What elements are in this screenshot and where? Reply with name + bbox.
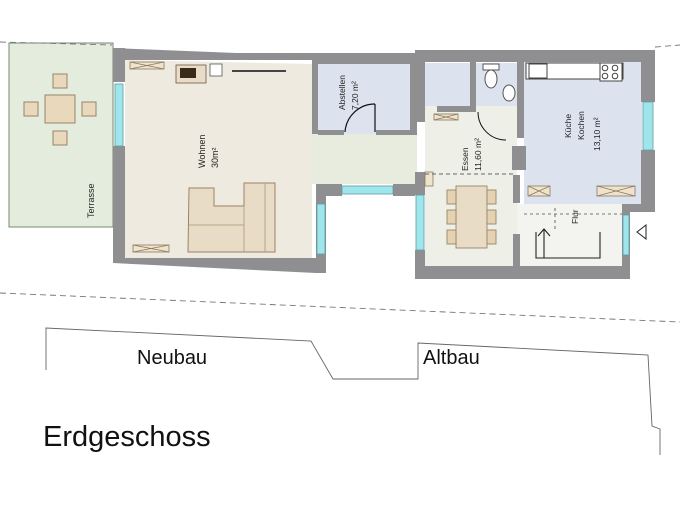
abstellen-door — [344, 103, 376, 133]
window-kitchen — [642, 101, 654, 151]
bath-door — [477, 111, 507, 141]
essen-area: 11,60 m² — [473, 138, 483, 171]
toilet-tank — [482, 63, 500, 71]
wall-kitchen-left-top — [517, 62, 524, 138]
terrace-table — [44, 94, 76, 124]
window-flur — [622, 214, 630, 256]
passage-floor — [312, 134, 417, 184]
wohnen-furniture — [175, 63, 286, 253]
bathroom — [477, 63, 516, 141]
wall-altbau-left-bottom — [415, 250, 425, 279]
wall-altbau-left — [415, 50, 425, 122]
neubau-label: Neubau — [137, 347, 208, 369]
kitchen-cooktop — [599, 62, 623, 82]
window-wohnen-lower — [316, 203, 326, 255]
window-passage — [341, 185, 394, 195]
terrace-chair-right — [81, 101, 97, 117]
kitchen-counter — [525, 62, 624, 80]
terrace-label: Terrasse — [86, 183, 96, 218]
windows — [114, 83, 654, 256]
floor-title: Erdgeschoss — [43, 421, 211, 453]
radiators — [129, 61, 636, 253]
wall-flur-divider — [513, 234, 520, 266]
kochen-label: Kochen — [576, 111, 586, 140]
dining-set — [446, 185, 497, 249]
wall-wohnen-right — [312, 64, 318, 134]
upper-boundary-right — [654, 44, 680, 48]
wall-right-altbau-mid — [641, 150, 655, 212]
wall-bath-left — [470, 62, 476, 112]
terrace-chair-bottom — [52, 130, 68, 146]
small-table — [209, 63, 223, 77]
wall-abstellen-bottom — [318, 130, 344, 135]
walls — [113, 48, 655, 279]
wall-bath-bottom — [437, 106, 475, 112]
property-lines — [0, 41, 680, 455]
sofa — [187, 182, 276, 253]
window-left — [114, 83, 124, 147]
wall-bottom-neubau — [113, 253, 326, 273]
terrace: Terrasse — [8, 42, 114, 228]
upper-boundary — [0, 41, 113, 46]
wall-abstellen-right — [410, 53, 417, 135]
terrace-chair-top — [52, 73, 68, 89]
wall-right-altbau — [641, 50, 655, 102]
wall-top-altbau — [415, 50, 655, 62]
wall-left — [113, 48, 125, 82]
altbau-label: Altbau — [423, 347, 480, 369]
terrace-table-set — [23, 73, 97, 146]
kueche-label: Küche — [563, 114, 573, 138]
kueche-floor — [524, 61, 642, 204]
radiator-essen-mid — [424, 171, 434, 187]
sink — [502, 84, 516, 102]
wall-passage-bottom-right — [393, 184, 415, 196]
abstellen-label: Abstellen — [337, 75, 347, 110]
wall-left-lower — [113, 146, 125, 263]
wall-abstellen-top — [312, 53, 416, 64]
wall-altbau-left-lower — [415, 172, 425, 195]
section-outline — [45, 327, 661, 455]
wohnen-area: 30m² — [210, 147, 220, 168]
terrace-chair-left — [23, 101, 39, 117]
flur-label: Flur — [570, 209, 580, 224]
wall-kitchen-left-low — [513, 175, 520, 203]
window-essen — [415, 194, 425, 251]
kitchen — [525, 62, 624, 82]
toilet-bowl — [484, 69, 498, 89]
dining-table — [455, 185, 488, 249]
abstellen-area: 7,20 m² — [350, 81, 360, 110]
abstellen-floor — [318, 64, 412, 134]
wall-top-neubau — [113, 48, 316, 66]
flur-stairs — [524, 208, 622, 259]
tv — [180, 68, 196, 78]
kitchen-sink — [528, 63, 548, 79]
wall-kitchen-left-mid — [512, 146, 526, 170]
kueche-area: 13,10 m² — [592, 117, 602, 151]
wohnen-label: Wohnen — [197, 135, 207, 168]
wall-bottom-altbau — [415, 266, 630, 279]
entrance-arrow-icon — [636, 223, 647, 241]
wall-abstellen-bottom-r — [376, 130, 416, 135]
essen-label: Essen — [460, 147, 470, 171]
lower-boundary — [0, 292, 680, 323]
